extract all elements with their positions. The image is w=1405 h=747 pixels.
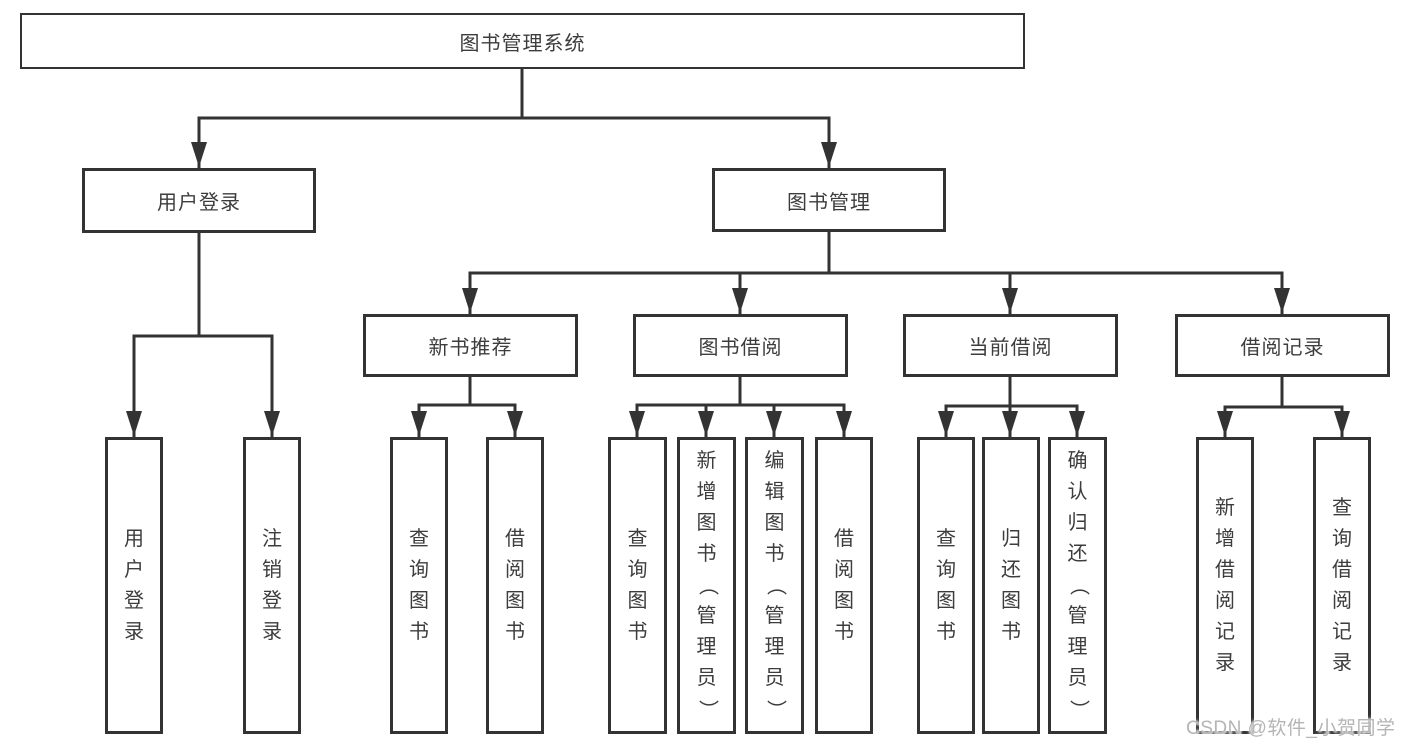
leaf-borrowing-borrow-books: 借阅图书 bbox=[815, 437, 873, 734]
node-user-login: 用户登录 bbox=[82, 168, 316, 233]
leaf-borrowing-add-books-admin: 新增图书（管理员） bbox=[677, 437, 736, 734]
leaf-current-confirm-return-admin: 确认归还（管理员） bbox=[1048, 437, 1107, 734]
leaf-borrowing-query-books: 查询图书 bbox=[608, 437, 667, 734]
node-book-management: 图书管理 bbox=[712, 168, 946, 232]
leaf-recommend-borrow-books: 借阅图书 bbox=[486, 437, 544, 734]
leaf-recommend-query-books: 查询图书 bbox=[390, 437, 448, 734]
node-root: 图书管理系统 bbox=[20, 13, 1025, 69]
csdn-watermark: CSDN @软件_小贺同学 bbox=[1186, 718, 1396, 739]
node-new-book-recommendation: 新书推荐 bbox=[363, 314, 578, 377]
node-current-borrowing: 当前借阅 bbox=[903, 314, 1118, 377]
leaf-current-query-books: 查询图书 bbox=[917, 437, 975, 734]
leaf-current-return-books: 归还图书 bbox=[982, 437, 1040, 734]
leaf-records-query-record: 查询借阅记录 bbox=[1313, 437, 1371, 734]
leaf-logout: 注销登录 bbox=[243, 437, 301, 734]
leaf-user-login: 用户登录 bbox=[105, 437, 163, 734]
leaf-borrowing-edit-books-admin: 编辑图书（管理员） bbox=[745, 437, 804, 734]
node-borrowing-records: 借阅记录 bbox=[1175, 314, 1390, 377]
leaf-records-add-record: 新增借阅记录 bbox=[1196, 437, 1254, 734]
node-book-borrowing: 图书借阅 bbox=[633, 314, 848, 377]
